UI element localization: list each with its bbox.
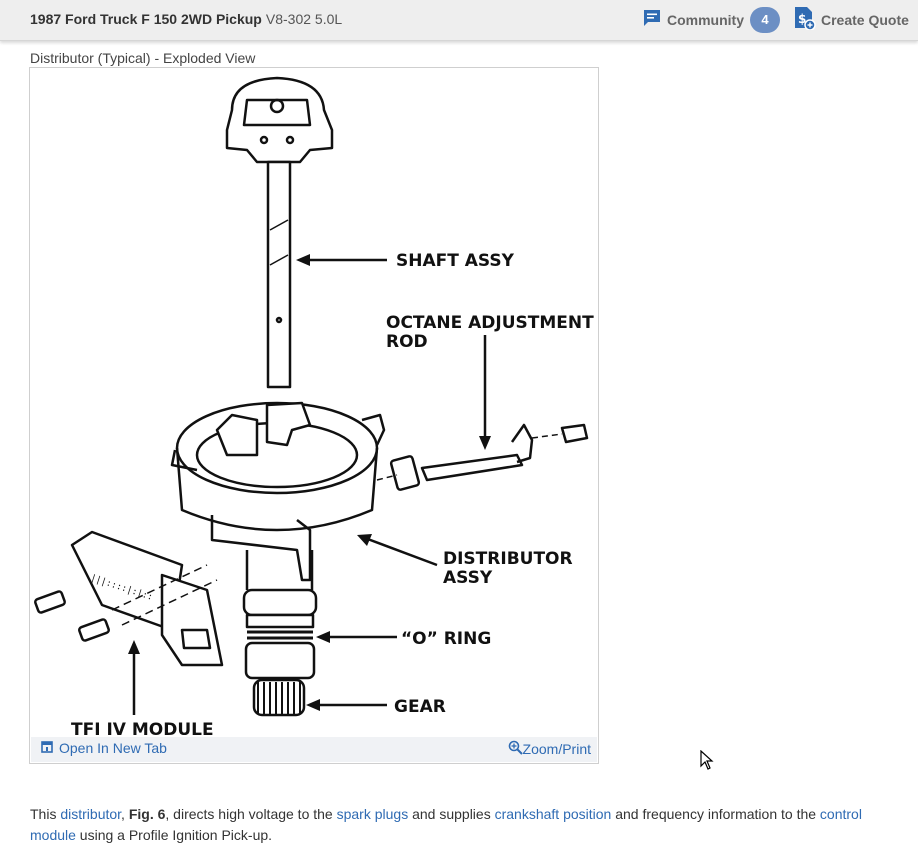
zoom-in-icon [508,740,523,758]
open-new-tab-icon [41,740,53,756]
create-quote-button[interactable]: $ Create Quote [794,6,909,35]
label-o-ring: “O” RING [401,629,491,649]
link-control-module[interactable]: control module [30,806,862,843]
vehicle-engine: V8-302 5.0L [265,11,343,27]
label-octane-rod-line2: ROD [386,332,428,352]
open-in-new-tab-label: Open In New Tab [59,740,167,756]
figure-caption: Distributor (Typical) - Exploded View [30,50,256,66]
label-distributor-assy-line1: DISTRIBUTOR [443,549,573,569]
dollar-document-icon: $ [794,6,816,35]
open-in-new-tab-link[interactable]: Open In New Tab [41,740,167,756]
text-segment: and frequency information to the [611,806,820,822]
vehicle-model: 1987 Ford Truck F 150 2WD Pickup [30,11,262,27]
link-distributor[interactable]: distributor [60,806,122,822]
label-octane-rod-line1: OCTANE ADJUSTMENT [386,313,594,333]
text-segment: , directs high voltage to the [165,806,337,822]
label-gear: GEAR [394,697,446,717]
community-count-badge: 4 [750,7,780,33]
mouse-pointer-icon [700,749,714,775]
label-tfi-module: TFI IV MODULE [71,720,214,737]
label-distributor-assy-line2: ASSY [443,568,493,588]
figure-container: |||::::|:|:: SHAFT ASSY OCTANE ADJUSTMEN… [29,67,599,764]
create-quote-label: Create Quote [821,12,909,28]
zoom-print-label: Zoom/Print [522,741,591,757]
zoom-print-link[interactable]: Zoom/Print [508,740,591,758]
text-segment: , [121,806,129,822]
description-paragraph: This distributor, Fig. 6, directs high v… [30,804,900,846]
community-label: Community [667,12,744,28]
link-crankshaft-position[interactable]: crankshaft position [494,806,612,822]
figure-reference: Fig. 6 [128,806,166,822]
link-spark-plugs[interactable]: spark plugs [336,806,409,822]
label-shaft-assy: SHAFT ASSY [396,251,515,271]
text-segment: using a Profile Ignition Pick-up. [75,827,273,843]
distributor-exploded-diagram[interactable]: |||::::|:|:: SHAFT ASSY OCTANE ADJUSTMEN… [32,70,598,737]
chat-bubble-icon [643,9,661,32]
figure-action-bar: Open In New Tab Zoom/Print [31,737,597,762]
text-segment: This [30,806,61,822]
svg-text:$: $ [798,12,806,26]
text-segment: and supplies [408,806,495,822]
community-button[interactable]: Community 4 [643,7,780,33]
